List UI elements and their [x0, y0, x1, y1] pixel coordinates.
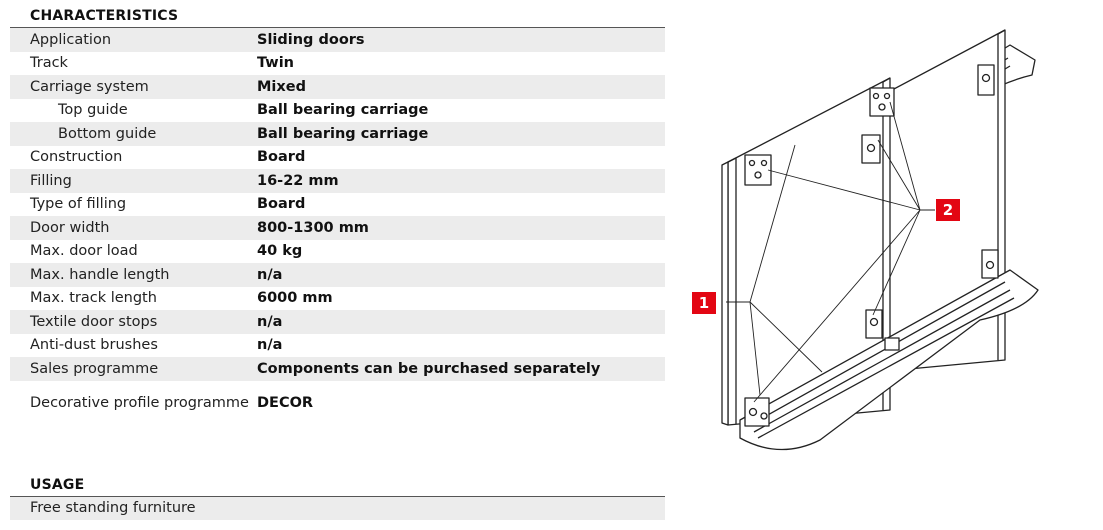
- characteristics-table: Application Sliding doors Track Twin Car…: [10, 28, 665, 426]
- row-label: Max. track length: [30, 290, 157, 307]
- table-row: Sales programme Components can be purcha…: [10, 357, 665, 381]
- carriage-bottom-front: [744, 397, 770, 427]
- table-row: Application Sliding doors: [10, 28, 665, 52]
- table-row: Textile door stops n/a: [10, 310, 665, 334]
- usage-item: Free standing furniture: [10, 497, 665, 520]
- sliding-door-drawing: [721, 29, 1039, 451]
- characteristics-divider: [10, 27, 665, 28]
- row-label: Type of filling: [30, 196, 127, 213]
- table-row: Bottom guide Ball bearing carriage: [10, 122, 665, 146]
- row-value: 16-22 mm: [257, 169, 665, 193]
- usage-item-label: Free standing furniture: [30, 500, 196, 516]
- row-label: Textile door stops: [10, 310, 257, 334]
- row-label: Track: [30, 55, 68, 72]
- usage-title: USAGE: [30, 477, 85, 493]
- callout-1: 1: [692, 292, 716, 314]
- row-label: Sales programme: [10, 357, 257, 381]
- row-label: Carriage system: [10, 75, 257, 99]
- row-label: Decorative profile programme: [30, 395, 249, 411]
- row-value: Twin: [257, 55, 294, 72]
- table-row: Door width 800-1300 mm: [10, 216, 665, 240]
- table-row: Type of filling Board: [10, 193, 665, 217]
- table-row: Anti-dust brushes n/a: [10, 334, 665, 358]
- row-value: Sliding doors: [257, 28, 665, 52]
- row-value: Ball bearing carriage: [257, 122, 665, 146]
- stopper-bottom: [884, 337, 900, 351]
- row-label: Door width: [10, 216, 257, 240]
- leader-2: [753, 101, 935, 403]
- table-row: Top guide Ball bearing carriage: [10, 99, 665, 123]
- row-label: Max. handle length: [10, 263, 257, 287]
- row-label: Bottom guide: [10, 122, 257, 146]
- usage-divider: [10, 496, 665, 497]
- row-value: n/a: [257, 310, 665, 334]
- row-label: Top guide: [58, 102, 128, 119]
- table-row: Max. handle length n/a: [10, 263, 665, 287]
- characteristics-title: CHARACTERISTICS: [30, 8, 179, 24]
- guide-rear-right-upper: [977, 64, 995, 96]
- table-row: Construction Board: [10, 146, 665, 170]
- row-value: 40 kg: [257, 243, 303, 260]
- row-label: Construction: [30, 149, 123, 166]
- row-label: Application: [10, 28, 257, 52]
- row-value: 800-1300 mm: [257, 216, 665, 240]
- row-value: Board: [257, 196, 306, 213]
- row-value: 6000 mm: [257, 290, 333, 307]
- row-value: n/a: [257, 337, 283, 354]
- row-value: Board: [257, 149, 306, 166]
- row-label: Anti-dust brushes: [30, 337, 158, 354]
- guide-rear-lower: [981, 249, 999, 279]
- carriage-top-front: [744, 154, 772, 186]
- row-label: Max. door load: [30, 243, 138, 260]
- table-row: Decorative profile programme DECOR: [10, 381, 665, 426]
- table-row: Filling 16-22 mm: [10, 169, 665, 193]
- guide-rear-mid: [865, 309, 883, 339]
- row-value: n/a: [257, 263, 665, 287]
- carriage-top-rear: [869, 87, 895, 117]
- table-row: Carriage system Mixed: [10, 75, 665, 99]
- leader-1: [726, 144, 823, 396]
- table-row: Max. door load 40 kg: [10, 240, 665, 264]
- bottom-shelf: [739, 269, 1039, 451]
- row-value: Mixed: [257, 75, 665, 99]
- table-row: Max. track length 6000 mm: [10, 287, 665, 311]
- row-label: Filling: [10, 169, 257, 193]
- guide-rear-upper: [861, 134, 881, 164]
- row-value: Ball bearing carriage: [257, 102, 429, 119]
- row-value: DECOR: [257, 395, 314, 411]
- bottom-track: [749, 281, 1015, 439]
- table-row: Track Twin: [10, 52, 665, 76]
- row-value: Components can be purchased separately: [257, 357, 665, 381]
- callout-2: 2: [936, 199, 960, 221]
